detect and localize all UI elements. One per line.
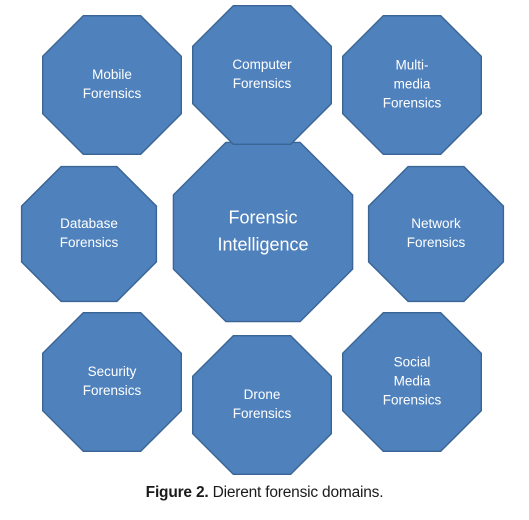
- mobile-forensics-octagon: [42, 14, 183, 156]
- social-media-forensics-label-line: Media: [394, 374, 431, 389]
- computer-forensics-label-line: Forensics: [233, 76, 292, 91]
- drone-forensics-label-line: Forensics: [233, 406, 292, 421]
- multimedia-forensics-label-line: Multi-: [396, 58, 429, 73]
- network-forensics-label-line: Forensics: [407, 235, 466, 250]
- mobile-forensics-label-line: Mobile: [92, 67, 132, 82]
- drone-forensics-octagon: [191, 335, 332, 475]
- mobile-forensics-label-line: Forensics: [83, 86, 142, 101]
- figure-caption: Figure 2. Dierent forensic domains.: [0, 484, 529, 502]
- forensic-intelligence-label-line: Forensic: [228, 207, 297, 227]
- network-forensics-octagon: [367, 165, 505, 303]
- network-forensics-label-line: Network: [411, 216, 461, 231]
- caption-text: Dierent forensic domains.: [212, 484, 384, 501]
- security-forensics-octagon: [42, 312, 183, 452]
- social-media-forensics-octagon: [342, 312, 482, 452]
- database-forensics-octagon: [20, 165, 158, 303]
- forensic-intelligence-octagon: [172, 141, 354, 323]
- forensic-domains-diagram: ForensicIntelligenceMobileForensicsCompu…: [20, 4, 505, 475]
- computer-forensics-label-line: Computer: [232, 57, 292, 72]
- database-forensics-label-line: Forensics: [60, 235, 119, 250]
- forensic-intelligence-label-line: Intelligence: [217, 234, 308, 254]
- social-media-forensics-label-line: Social: [394, 355, 431, 370]
- multimedia-forensics-label-line: media: [394, 77, 431, 92]
- database-forensics-label-line: Database: [60, 216, 118, 231]
- multimedia-forensics-octagon: [342, 14, 482, 156]
- computer-forensics-octagon: [191, 4, 332, 146]
- caption-label: Figure 2.: [145, 484, 209, 501]
- security-forensics-label-line: Forensics: [83, 383, 142, 398]
- multimedia-forensics-label-line: Forensics: [383, 96, 442, 111]
- drone-forensics-label-line: Drone: [244, 387, 281, 402]
- social-media-forensics-label-line: Forensics: [383, 393, 442, 408]
- security-forensics-label-line: Security: [88, 364, 137, 379]
